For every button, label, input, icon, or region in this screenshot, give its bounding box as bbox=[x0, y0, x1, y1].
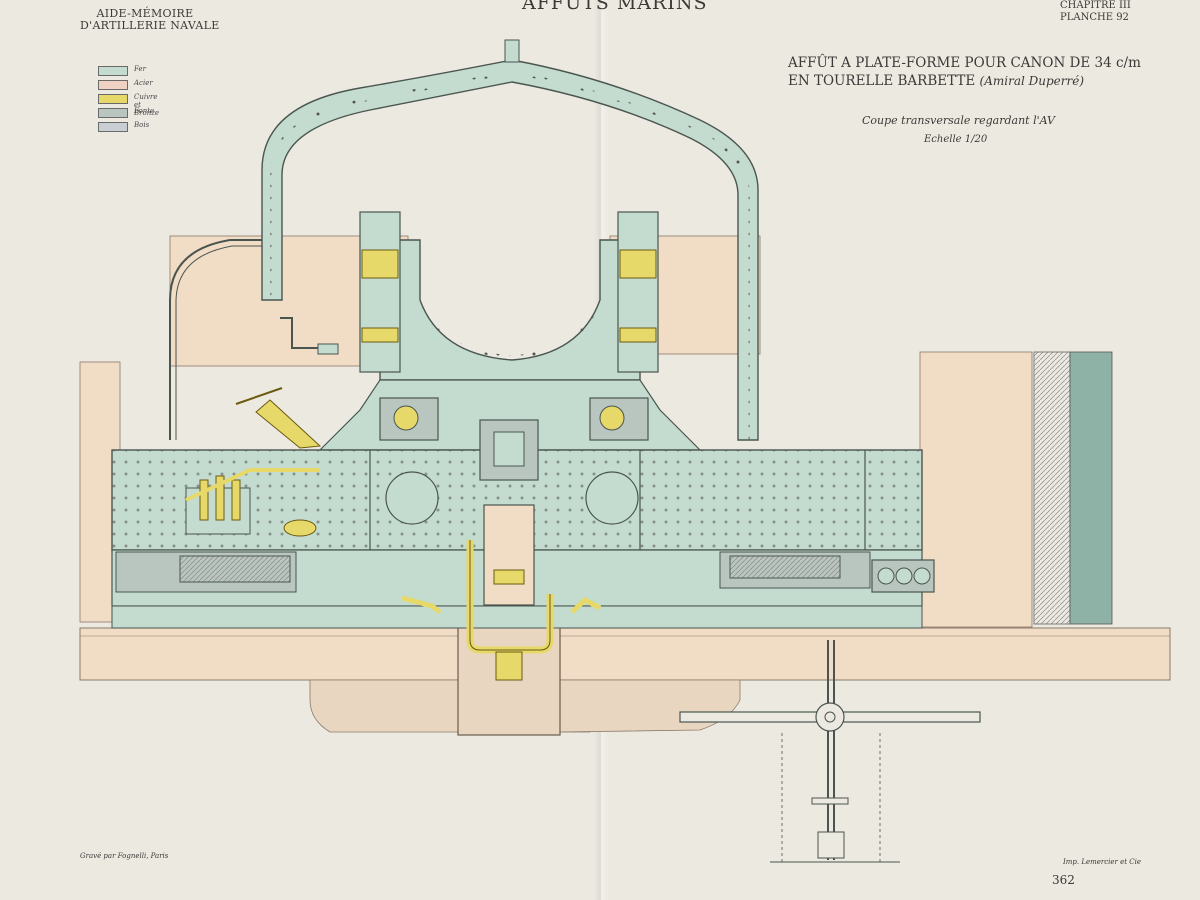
legend-swatch bbox=[98, 122, 128, 132]
fitting-left bbox=[401, 595, 442, 614]
title-ship: (Amiral Duperré) bbox=[979, 74, 1085, 88]
plate-label: PLANCHE 92 bbox=[1060, 12, 1129, 23]
hull-side-right bbox=[919, 351, 1033, 628]
title-line2: EN TOURELLE BARBETTE bbox=[788, 73, 976, 89]
plate-title: AFFÛT A PLATE-FORME POUR CANON DE 34 c/m… bbox=[788, 54, 1141, 90]
chapter-label: CHAPITRE III bbox=[1060, 0, 1131, 11]
cylinder-right bbox=[617, 211, 659, 373]
cylinder-left bbox=[359, 211, 401, 373]
armor-plate-iron bbox=[1069, 351, 1113, 625]
plate-scale: Echelle 1/20 bbox=[924, 134, 988, 145]
pivot-valve bbox=[495, 651, 523, 681]
legend-swatch bbox=[98, 80, 128, 90]
armor-plate-wood bbox=[1033, 351, 1071, 625]
base-plate bbox=[111, 605, 923, 629]
legend-swatch bbox=[98, 94, 128, 104]
header-left: AIDE-MÉMOIRE D'ARTILLERIE NAVALE bbox=[80, 7, 220, 32]
legend-label: Acier bbox=[134, 79, 153, 87]
hood-lug bbox=[504, 39, 520, 63]
legend-label: Fonte bbox=[134, 107, 155, 115]
header-top-center: AFFÛTS MARINS bbox=[522, 0, 708, 14]
gun-hood-arch bbox=[261, 59, 759, 441]
title-line1: AFFÛT A PLATE-FORME POUR CANON DE 34 c/m bbox=[788, 55, 1141, 71]
engraver-credit: Gravé par Fognelli, Paris bbox=[80, 852, 169, 860]
header-right: CHAPITRE III PLANCHE 92 bbox=[1060, 0, 1131, 24]
legend-label: Fer bbox=[134, 65, 146, 73]
side-frame-left bbox=[169, 239, 275, 440]
fitting-right bbox=[570, 596, 602, 614]
printer-credit: Imp. Lemercier et Cie bbox=[1063, 858, 1142, 866]
hydraulic-ram bbox=[483, 504, 535, 606]
header-left-line2: D'ARTILLERIE NAVALE bbox=[80, 19, 220, 32]
training-gear bbox=[679, 640, 981, 863]
legend-swatch bbox=[98, 66, 128, 76]
legend-swatch bbox=[98, 108, 128, 118]
valve-gear-left bbox=[185, 387, 322, 537]
crank-handle bbox=[280, 317, 320, 349]
legend-label: Cuivre et Bronze bbox=[134, 93, 160, 117]
gun-cradle bbox=[379, 239, 641, 381]
legend-label: Bois bbox=[134, 121, 150, 129]
plate-subtitle: Coupe transversale regardant l'AV bbox=[862, 114, 1055, 127]
page-number: 362 bbox=[1052, 873, 1075, 887]
header-left-line1: AIDE-MÉMOIRE bbox=[96, 7, 194, 20]
